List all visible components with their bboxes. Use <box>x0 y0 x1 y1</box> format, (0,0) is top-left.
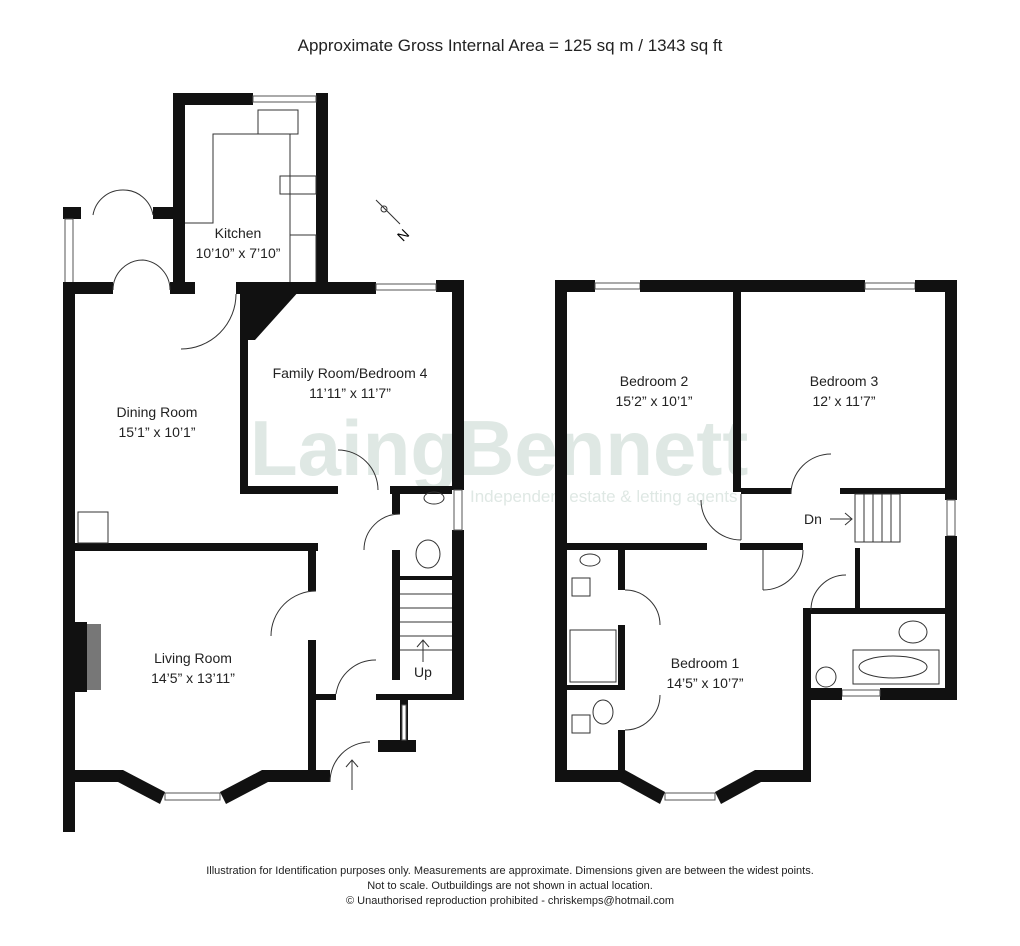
room-name-bedroom-1: Bedroom 1 <box>671 655 740 671</box>
room-size-bedroom-1: 14’5” x 10’7” <box>666 675 743 691</box>
stairs-ground <box>400 593 452 662</box>
compass-label: N <box>394 226 412 244</box>
first-floor <box>555 280 957 804</box>
disclaimer-line-2: Not to scale. Outbuildings are not shown… <box>367 880 653 892</box>
stairs-down-label: Dn <box>804 511 822 527</box>
room-name-dining-room: Dining Room <box>117 404 198 420</box>
room-size-dining-room: 15’1” x 10’1” <box>118 424 195 440</box>
room-size-kitchen: 10’10” x 7’10” <box>196 245 281 261</box>
room-size-bedroom-3: 12’ x 11’7” <box>812 393 875 409</box>
room-name-bedroom-2: Bedroom 2 <box>620 373 689 389</box>
watermark-brand: LaingBennett <box>250 404 748 492</box>
ground-floor <box>63 93 464 832</box>
stairs-up-label: Up <box>414 664 432 680</box>
stairs-first <box>830 493 901 543</box>
disclaimer-line-1: Illustration for Identification purposes… <box>206 865 814 877</box>
room-name-family-room: Family Room/Bedroom 4 <box>273 365 428 381</box>
room-size-bedroom-2: 15’2” x 10’1” <box>615 393 692 409</box>
disclaimer-line-3: © Unauthorised reproduction prohibited -… <box>345 895 675 907</box>
room-name-living-room: Living Room <box>154 650 232 666</box>
north-arrow-icon: N <box>375 199 412 244</box>
room-name-kitchen: Kitchen <box>215 225 262 241</box>
room-size-living-room: 14’5” x 13’11” <box>151 670 235 686</box>
page-title: Approximate Gross Internal Area = 125 sq… <box>297 36 723 55</box>
disclaimer: Illustration for Identification purposes… <box>0 864 1020 909</box>
room-name-bedroom-3: Bedroom 3 <box>810 373 879 389</box>
room-size-family-room: 11’11” x 11’7” <box>309 385 391 401</box>
watermark-tagline: Independent estate & letting agents <box>470 487 737 506</box>
